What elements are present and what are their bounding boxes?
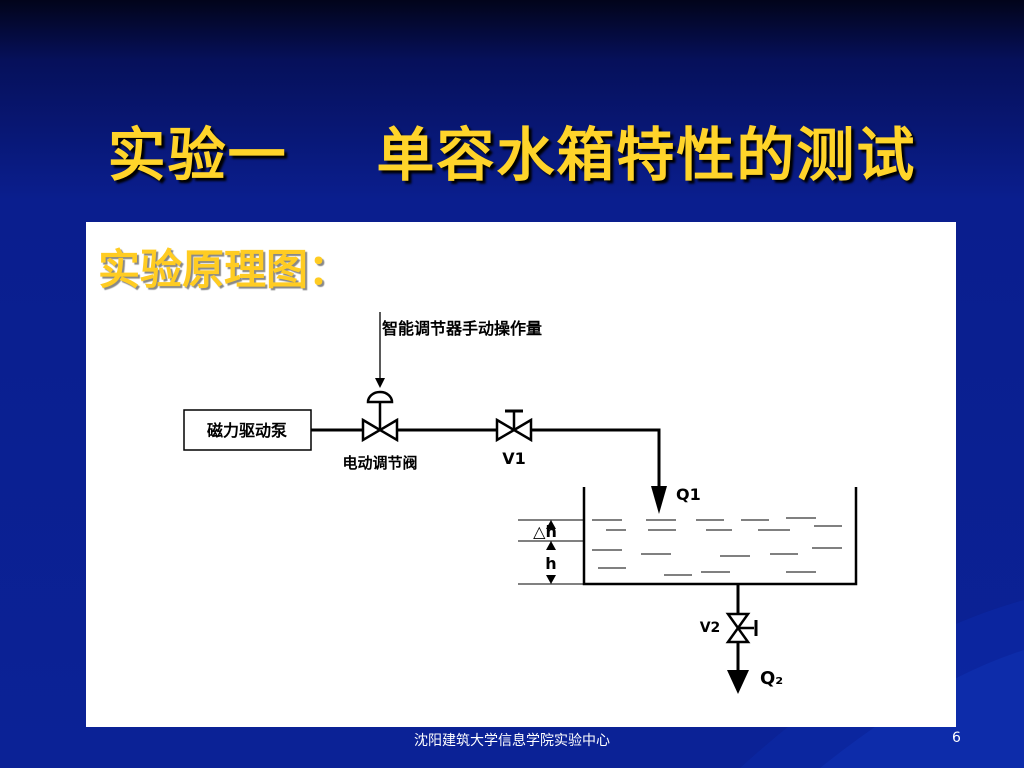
outflow-label: Q₂ (760, 668, 783, 689)
operator-label: 智能调节器手动操作量 (382, 319, 542, 338)
delta-h-arrow-up (546, 520, 556, 529)
diagram-panel (86, 222, 956, 727)
control-valve-label: 电动调节阀 (342, 454, 417, 472)
delta-h-label: △h (533, 522, 557, 541)
inflow-arrow (651, 486, 667, 514)
valve-v1-label: V1 (502, 449, 526, 468)
control-valve-icon (361, 390, 399, 443)
process-diagram: 智能调节器手动操作量 磁力驱动泵 Q1 电动调节阀 V1 (183, 312, 858, 694)
valve-v2-icon (725, 612, 758, 644)
supply-pipe (311, 428, 661, 488)
footer-institution: 沈阳建筑大学信息学院实验中心 (414, 733, 610, 749)
valve-v2-label: V2 (700, 620, 721, 636)
page-number: 6 (952, 730, 961, 746)
valve-v1-icon (495, 409, 533, 443)
h-arrow-down (546, 575, 556, 584)
outflow-arrow (727, 670, 749, 694)
pump-label: 磁力驱动泵 (207, 421, 287, 440)
water-tank (582, 487, 858, 586)
operator-arrow (375, 378, 385, 388)
slide-title: 实验一 单容水箱特性的测试 (107, 121, 917, 189)
section-subtitle: 实验原理图： (98, 245, 351, 294)
h-label: h (545, 554, 556, 573)
water-surface (592, 517, 842, 576)
inflow-label: Q1 (676, 485, 701, 504)
h-arrow-up (546, 541, 556, 550)
magnetic-pump-box (183, 409, 312, 451)
